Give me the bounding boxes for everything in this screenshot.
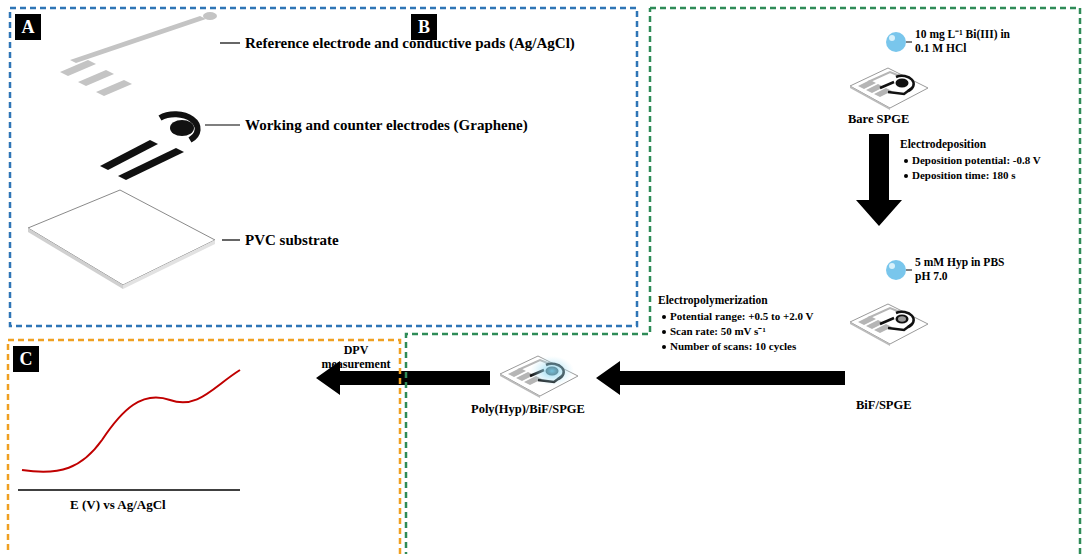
bullet: [662, 345, 666, 349]
panel: A: [10, 8, 637, 326]
annotation: 5 mM Hyp in PBS pH 7.0: [915, 256, 1011, 284]
graphene-layer: [100, 114, 240, 180]
dpv-curve: [22, 370, 240, 472]
panel-outline: [10, 8, 637, 326]
bullet: [904, 159, 908, 163]
annotation: Potential range: +0.5 to +2.0 V: [670, 310, 813, 323]
annotation: Deposition potential: -0.8 V: [912, 154, 1041, 167]
axis: [18, 489, 240, 491]
panel-outline: [406, 8, 1080, 554]
annotation: Working and counter electrodes (Graphene…: [245, 116, 528, 134]
reference-layer: [60, 12, 240, 96]
annotation: Bare SPGE: [848, 112, 909, 127]
panel: C: [8, 340, 400, 554]
annotation: E (V) vs Ag/AgCl: [70, 497, 166, 513]
annotation: BiF/SPGE: [856, 398, 912, 413]
bullet: [662, 315, 666, 319]
annotation: Electrodeposition: [900, 138, 986, 152]
annotation: PVC substrate: [245, 231, 339, 249]
poly-spge: [500, 356, 578, 398]
annotation: Reference electrode and conductive pads …: [245, 34, 575, 52]
left-arrow: [596, 361, 845, 395]
bullet: [904, 174, 908, 178]
annotation: Scan rate: 50 mV s⁻¹: [670, 325, 766, 338]
annotation: Electropolymerization: [658, 294, 768, 308]
annotation: 10 mg L⁻¹ Bi(III) in 0.1 M HCl: [915, 28, 1027, 56]
down-arrow: [856, 134, 902, 226]
annotation: Poly(Hyp)/BiF/SPGE: [468, 402, 588, 417]
annotation: DPV measurement: [313, 343, 399, 372]
panel: B: [406, 8, 1080, 554]
panel-outline: [8, 340, 400, 554]
annotation: Number of scans: 10 cycles: [670, 340, 796, 353]
bullet: [662, 330, 666, 334]
annotation: Deposition time: 180 s: [912, 169, 1016, 182]
panel-letter: A: [15, 14, 41, 40]
pvc-substrate: [28, 190, 240, 289]
panel-letter: C: [13, 346, 39, 372]
